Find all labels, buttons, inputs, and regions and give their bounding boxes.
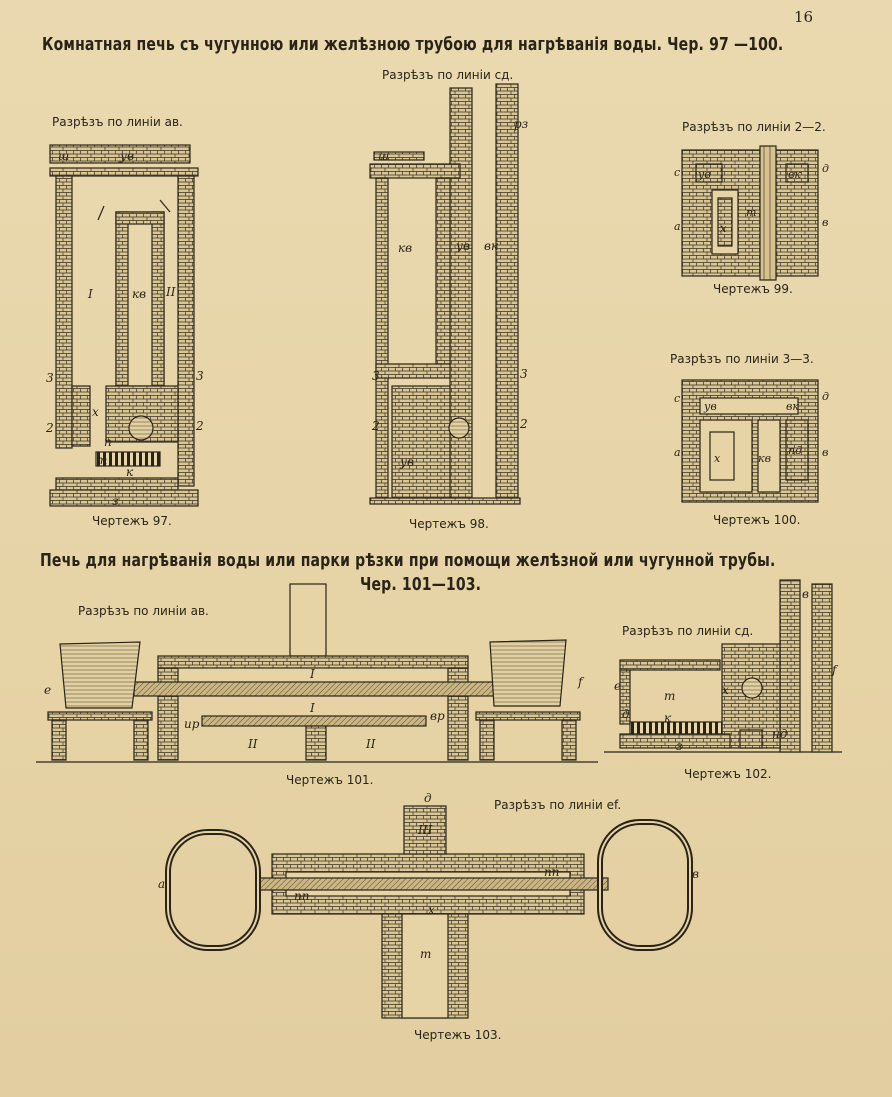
fig103-lbl-x: х [428, 903, 435, 917]
fig103-lbl-v: в [692, 867, 699, 881]
fig102-section-label: Разрѣзъ по линіи cд. [622, 624, 754, 638]
fig98-lbl-kv: кв [398, 241, 412, 255]
fig98-lbl-3l: 3 [372, 369, 380, 383]
fig103-lbl-d: д [424, 791, 432, 805]
fig103-lbl-III: III [417, 823, 432, 837]
fig102-lbl-f: f [831, 663, 839, 677]
fig97-lbl-z: з [112, 494, 119, 508]
fig102-lbl-z: з [676, 739, 683, 753]
fig102-caption: Чертежъ 102. [684, 767, 772, 781]
fig97-lbl-II: II [165, 285, 176, 299]
fig99-lbl-v: в [822, 216, 828, 229]
fig101-lbl-II-a: II [247, 737, 258, 751]
fig97-lbl-t: т [96, 453, 107, 467]
fig99-lbl-d: д [822, 162, 829, 175]
fig102-drawing [604, 579, 842, 753]
fig98-lbl-uv2: ув [399, 455, 414, 469]
fig100-lbl-kv: кв [758, 452, 771, 465]
fig100-lbl-x: х [714, 452, 721, 465]
fig100-drawing [681, 379, 819, 503]
fig100-lbl-u: ув [703, 400, 717, 413]
fig100-lbl-a: а [674, 446, 681, 459]
fig102-lbl-d: д [622, 707, 630, 721]
fig97-lbl-p: п [104, 435, 112, 449]
fig98-section-label: Разрѣзъ по линіи cд. [382, 68, 514, 82]
fig103-lbl-np-r: пп [544, 865, 559, 879]
section2-title-line2: Чер. 101—103. [360, 574, 482, 595]
fig99-lbl-uv: ув [697, 168, 711, 181]
fig102-lbl-x: х [722, 683, 729, 697]
fig97-section-label: Разрѣзъ по линіи ав. [52, 115, 183, 129]
fig101-drawing [36, 583, 598, 763]
fig102-lbl-e: е [614, 679, 621, 693]
fig100-section-label: Разрѣзъ по линіи 3—3. [670, 352, 814, 366]
fig99-lbl-vk: вк [788, 168, 801, 181]
fig98-lbl-3r: 3 [520, 367, 528, 381]
fig98-lbl-uv: ув [455, 239, 470, 253]
fig98-caption: Чертежъ 98. [409, 517, 489, 531]
fig101-caption: Чертежъ 101. [286, 773, 374, 787]
fig101-lbl-I-b: I [309, 701, 315, 715]
fig97-lbl-sh: ш [58, 149, 69, 163]
fig97-lbl-2r: 2 [195, 419, 204, 433]
fig99-section-label: Разрѣзъ по линіи 2—2. [682, 120, 826, 134]
fig101-lbl-e: е [44, 683, 51, 697]
section2-title-line1: Печь для нагрѣванія воды или парки рѣзки… [40, 550, 776, 571]
fig99-lbl-t: т [746, 206, 756, 219]
fig97-lbl-3r: 3 [196, 369, 204, 383]
fig101-section-label: Разрѣзъ по линіи ав. [78, 604, 209, 618]
fig97-caption: Чертежъ 97. [92, 514, 172, 528]
fig103-drawing [165, 805, 693, 1019]
fig97-lbl-uv: ув [119, 149, 134, 163]
fig99-caption: Чертежъ 99. [713, 282, 793, 296]
fig103-lbl-np-l: пп [294, 889, 309, 903]
fig97-lbl-I: I [87, 287, 93, 301]
fig101-lbl-I-a: I [309, 667, 315, 681]
fig97-lbl-3l: 3 [46, 371, 54, 385]
fig99-lbl-a: а [674, 220, 681, 233]
fig100-lbl-v: в [822, 446, 828, 459]
fig102-lbl-v: в [802, 587, 809, 601]
fig100-lbl-pd: пд [788, 444, 802, 457]
section1-title: Комнатная печь съ чугунною или желѣзною … [42, 34, 784, 55]
fig98-lbl-2l: 2 [371, 419, 380, 433]
fig102-lbl-nd: нд [772, 727, 788, 741]
fig98-lbl-2r: 2 [519, 417, 528, 431]
fig103-lbl-t: т [420, 947, 431, 961]
fig97-lbl-x: х [92, 405, 99, 419]
fig103-caption: Чертежъ 103. [414, 1028, 502, 1042]
fig100-lbl-d: д [822, 390, 829, 403]
fig101-lbl-II-b: II [365, 737, 376, 751]
fig98-lbl-rz: рз [514, 117, 528, 131]
fig100-lbl-c: с [674, 392, 680, 405]
fig97-drawing [49, 144, 199, 507]
fig97-lbl-k: к [126, 465, 134, 479]
fig101-lbl-vr: вр [430, 709, 445, 723]
fig98-drawing [369, 83, 521, 505]
fig99-lbl-c: с [674, 166, 680, 179]
fig101-lbl-ip: ир [184, 717, 200, 731]
fig97-lbl-2l: 2 [45, 421, 54, 435]
fig100-lbl-vk: вк [786, 400, 799, 413]
fig103-lbl-a: а [158, 877, 165, 891]
fig97-lbl-kv: кв [132, 287, 146, 301]
fig99-drawing [681, 145, 819, 281]
page-number: 16 [794, 8, 814, 26]
fig99-lbl-x: х [720, 222, 727, 235]
fig98-lbl-vk: вк [484, 239, 499, 253]
fig103-section-label: Разрѣзъ по линіи ef. [494, 798, 622, 812]
fig98-lbl-sh: ш [378, 149, 389, 163]
fig100-caption: Чертежъ 100. [713, 513, 801, 527]
fig102-lbl-k: к [664, 711, 672, 725]
fig102-lbl-t: т [664, 689, 675, 703]
fig101-lbl-f: f [577, 675, 585, 689]
